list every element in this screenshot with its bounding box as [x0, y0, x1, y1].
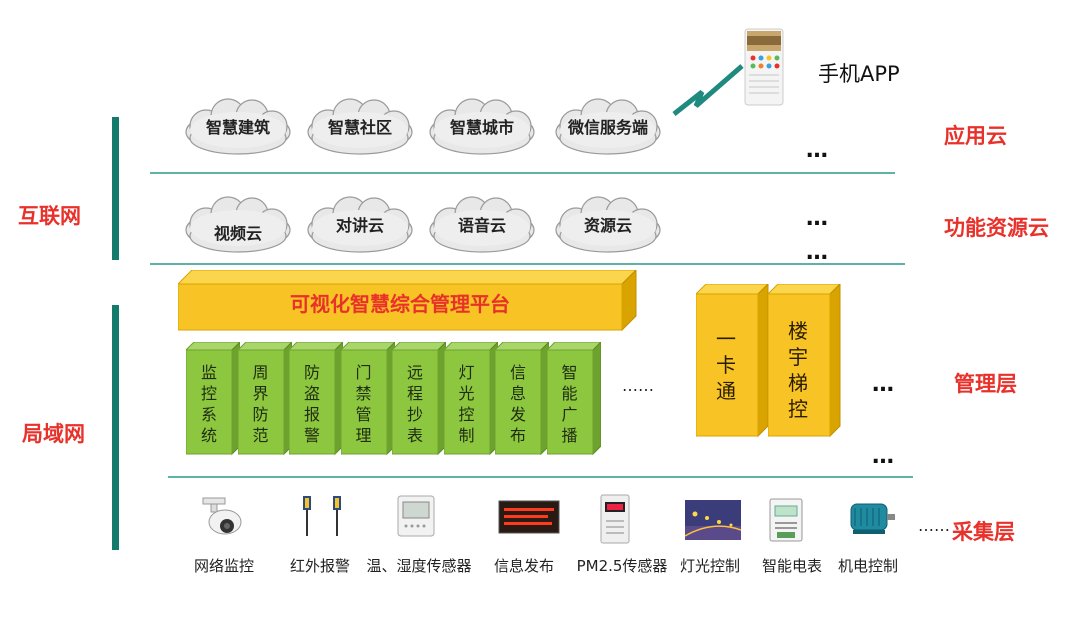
device-5: 灯光控制 — [672, 494, 748, 604]
device-label: 智能电表 — [761, 557, 822, 575]
device-label: 温、湿度传感器 — [366, 557, 472, 575]
led-display-icon — [498, 500, 560, 538]
device-6: 智能电表 — [754, 494, 830, 604]
platform-bar — [176, 268, 638, 336]
street-light-icon — [684, 500, 741, 544]
mobile-app-label: 手机APP — [818, 62, 900, 86]
separator-line-3 — [168, 476, 913, 478]
subsystem-label: 智能广播 — [561, 363, 578, 445]
dome-camera-icon — [199, 494, 249, 548]
infrared-beam-icon — [295, 494, 349, 542]
function-cloud-more-dots-1: … — [806, 206, 830, 231]
function-cloud-label: 视频云 — [213, 224, 262, 243]
device-3: 信息发布 — [486, 494, 562, 604]
subsystem-box-1: 周界防范 — [237, 342, 292, 456]
device-label: 网络监控 — [193, 557, 254, 575]
subsystem-box-2: 防盗报警 — [289, 342, 343, 456]
side-system-label: 楼宇梯控 — [788, 319, 812, 421]
app-cloud-0: 智慧建筑 — [180, 96, 296, 160]
device-7: 机电控制 — [830, 494, 906, 604]
subsystem-label: 门禁管理 — [355, 363, 372, 445]
subsystem-box-7: 智能广播 — [546, 342, 601, 456]
app-cloud-label: 智慧建筑 — [205, 118, 270, 137]
pm25-sensor-icon — [600, 494, 630, 548]
separator-line-1 — [150, 172, 895, 174]
internet-bracket-bar — [112, 117, 119, 260]
platform-title: 可视化智慧综合管理平台 — [290, 292, 510, 316]
app-cloud-2: 智慧城市 — [424, 96, 540, 160]
layer-label-function-cloud: 功能资源云 — [944, 216, 1049, 240]
smartphone-icon — [744, 28, 784, 110]
layer-label-app-cloud: 应用云 — [944, 124, 1007, 148]
subsystem-label: 灯光控制 — [458, 363, 475, 445]
function-cloud-0: 视频云 — [180, 194, 296, 258]
function-cloud-1: 对讲云 — [302, 194, 418, 258]
internet-label: 互联网 — [18, 204, 81, 228]
app-cloud-3: 微信服务端 — [550, 96, 666, 160]
device-label: PM2.5传感器 — [576, 557, 668, 575]
app-cloud-label: 微信服务端 — [567, 118, 648, 137]
subsystem-label: 信息发布 — [509, 363, 526, 445]
function-cloud-2: 语音云 — [424, 194, 540, 258]
separator-line-2 — [150, 263, 905, 265]
function-cloud-label: 对讲云 — [335, 216, 384, 235]
side-system-label: 一卡通 — [716, 327, 740, 403]
electric-motor-icon — [843, 498, 897, 542]
device-2: 温、湿度传感器 — [364, 494, 474, 604]
layer-label-management: 管理层 — [954, 372, 1017, 396]
subsystem-box-5: 灯光控制 — [443, 342, 498, 456]
humidity-sensor-icon — [396, 494, 436, 542]
function-cloud-more-dots-2: … — [806, 240, 830, 265]
subsystem-box-6: 信息发布 — [495, 342, 549, 456]
management-more-dots-2: … — [872, 444, 896, 469]
electric-meter-icon — [769, 498, 803, 546]
app-cloud-label: 智慧社区 — [327, 118, 392, 137]
function-cloud-label: 语音云 — [457, 216, 506, 235]
subsystem-label: 远程抄表 — [406, 363, 423, 445]
subsystem-more-dots: …… — [622, 376, 654, 395]
lightning-link-icon — [672, 62, 744, 122]
lan-bracket-bar — [112, 305, 119, 550]
device-0: 网络监控 — [186, 494, 262, 604]
lan-label: 局域网 — [22, 422, 85, 446]
layer-label-collection: 采集层 — [952, 520, 1015, 544]
device-label: 红外报警 — [289, 557, 350, 575]
app-cloud-more-dots: … — [806, 138, 830, 163]
subsystem-box-3: 门禁管理 — [340, 342, 395, 456]
subsystem-box-0: 监控系统 — [186, 342, 240, 456]
app-cloud-1: 智慧社区 — [302, 96, 418, 160]
subsystem-label: 防盗报警 — [303, 363, 320, 445]
function-cloud-3: 资源云 — [550, 194, 666, 258]
device-1: 红外报警 — [282, 494, 358, 604]
device-label: 灯光控制 — [679, 557, 740, 575]
subsystem-label: 监控系统 — [200, 363, 217, 445]
device-label: 信息发布 — [493, 557, 554, 575]
function-cloud-label: 资源云 — [583, 216, 632, 235]
device-4: PM2.5传感器 — [574, 494, 670, 604]
app-cloud-label: 智慧城市 — [449, 118, 514, 137]
management-more-dots-1: … — [872, 372, 896, 397]
collection-more-dots: …… — [918, 516, 950, 535]
subsystem-box-4: 远程抄表 — [392, 342, 446, 456]
device-label: 机电控制 — [837, 557, 898, 575]
subsystem-label: 周界防范 — [252, 363, 269, 445]
